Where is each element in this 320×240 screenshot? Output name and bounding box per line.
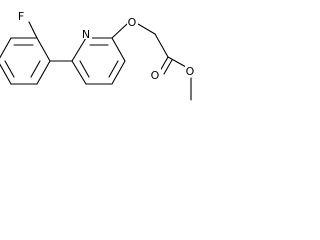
bond	[71, 60, 87, 85]
bond-inner	[79, 60, 90, 78]
bond	[36, 60, 51, 85]
bond	[111, 23, 128, 39]
bond	[167, 56, 187, 68]
bond	[28, 21, 38, 39]
ester-oxygen-label: O	[186, 65, 195, 78]
bond	[71, 37, 87, 62]
bond-lines	[0, 21, 192, 101]
molecule-structure: F N O O O	[0, 9, 196, 101]
carbonyl-oxygen-label: O	[151, 69, 160, 82]
bond	[111, 60, 126, 85]
bond	[0, 37, 12, 59]
bond-inner	[30, 60, 41, 78]
bond	[159, 56, 169, 72]
bond	[111, 37, 126, 62]
bond	[0, 63, 12, 85]
bond-inner	[108, 60, 119, 78]
fluorine-label: F	[18, 10, 24, 23]
bond	[154, 33, 169, 58]
ether-oxygen-label: O	[128, 16, 137, 29]
bond-inner	[4, 60, 15, 78]
atom-labels: F N O O O	[16, 9, 196, 82]
bond	[137, 23, 156, 35]
nitrogen-label: N	[82, 28, 90, 41]
bond	[36, 37, 51, 62]
bond-inner	[163, 59, 173, 75]
